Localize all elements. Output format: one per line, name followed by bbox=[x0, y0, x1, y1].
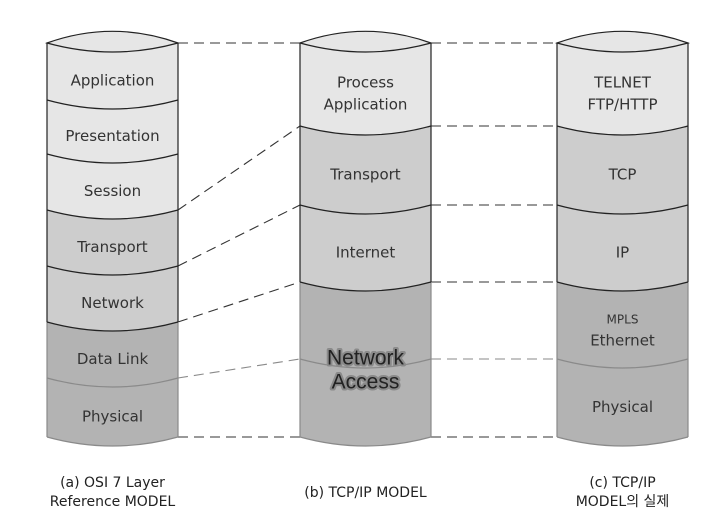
layer-label: Application bbox=[71, 72, 155, 90]
layer-label: FTP/HTTP bbox=[587, 96, 657, 114]
layer-fill bbox=[300, 282, 431, 446]
model-columns: ApplicationPresentationSessionTransportN… bbox=[45, 30, 690, 447]
layer-real-2: IP bbox=[557, 205, 688, 291]
layer-boundary bbox=[299, 358, 432, 369]
layer-fill bbox=[557, 43, 688, 135]
layer-osi-0: Application bbox=[47, 43, 178, 109]
layer-osi-5: Data Link bbox=[47, 322, 178, 387]
layer-fill bbox=[47, 154, 178, 219]
layer-fill bbox=[47, 210, 178, 275]
layer-boundary bbox=[46, 153, 179, 164]
layer-label: Ethernet bbox=[590, 332, 655, 350]
layer-real-1: TCP bbox=[557, 126, 688, 214]
layer-fill bbox=[47, 266, 178, 331]
mapping-connector bbox=[177, 358, 301, 379]
model-caption: (b) TCP/IP MODEL bbox=[304, 485, 427, 501]
layer-label: Network bbox=[327, 347, 405, 370]
column-osi: ApplicationPresentationSessionTransportN… bbox=[45, 30, 180, 447]
model-caption: Reference MODEL bbox=[50, 494, 176, 510]
layer-osi-6: Physical bbox=[47, 378, 178, 446]
layer-real-4: Physical bbox=[557, 359, 688, 446]
column-top-cap bbox=[298, 30, 433, 53]
mapping-connector bbox=[177, 204, 301, 267]
layer-boundary bbox=[556, 204, 689, 215]
layer-label: IP bbox=[616, 244, 629, 262]
layer-fill bbox=[47, 43, 178, 109]
column-tcpip: ProcessApplicationTransportInternetNetwo… bbox=[298, 30, 433, 447]
layer-fill bbox=[557, 126, 688, 214]
layer-fill bbox=[557, 205, 688, 291]
layer-osi-1: Presentation bbox=[47, 100, 178, 163]
layer-boundary bbox=[46, 321, 179, 332]
layer-label: Presentation bbox=[65, 127, 159, 145]
model-caption: MODEL의 실제 bbox=[576, 494, 670, 510]
layer-label: Network bbox=[81, 294, 144, 312]
model-caption: (a) OSI 7 Layer bbox=[60, 475, 165, 491]
layer-real-0: TELNET FTP/HTTP bbox=[557, 43, 688, 135]
layer-label: Process bbox=[337, 74, 394, 92]
layer-osi-3: Transport bbox=[47, 210, 178, 275]
layer-fill bbox=[300, 126, 431, 214]
column-top-cap bbox=[45, 30, 180, 53]
layer-fill bbox=[557, 359, 688, 446]
layer-fill bbox=[47, 378, 178, 446]
layer-boundary bbox=[299, 281, 432, 292]
layer-boundary bbox=[299, 436, 432, 447]
layer-boundary bbox=[46, 436, 179, 447]
mapping-connector bbox=[177, 281, 301, 323]
layer-label: Transport bbox=[76, 238, 148, 256]
layer-osi-2: Session bbox=[47, 154, 178, 219]
layer-boundary bbox=[556, 125, 689, 136]
column-top-cap bbox=[555, 30, 690, 53]
model-caption: (c) TCP/IP bbox=[589, 475, 655, 491]
layer-label: Internet bbox=[336, 244, 396, 262]
layer-real-3: MPLS Ethernet bbox=[557, 282, 688, 368]
layer-label: Application bbox=[324, 96, 408, 114]
layer-fill bbox=[47, 100, 178, 163]
mapping-connector bbox=[177, 125, 301, 211]
layer-label: TELNET bbox=[593, 74, 652, 92]
layer-boundary bbox=[556, 358, 689, 369]
layer-boundary bbox=[46, 209, 179, 220]
layer-label: Physical bbox=[82, 408, 143, 426]
layer-boundary bbox=[46, 99, 179, 110]
layer-osi-4: Network bbox=[47, 266, 178, 331]
layer-tcpip-1: Transport bbox=[300, 126, 431, 214]
layer-label: TCP bbox=[608, 166, 637, 184]
layer-tcpip-2: Internet bbox=[300, 205, 431, 291]
layer-label: Physical bbox=[592, 398, 653, 416]
layer-boundary bbox=[299, 204, 432, 215]
layer-boundary bbox=[46, 377, 179, 388]
layer-label: Transport bbox=[329, 166, 401, 184]
layer-boundary bbox=[556, 436, 689, 447]
layer-label: MPLS bbox=[607, 313, 639, 327]
layer-fill bbox=[47, 322, 178, 387]
layer-label: Data Link bbox=[77, 350, 149, 368]
layer-fill bbox=[300, 205, 431, 291]
layer-label: Access bbox=[332, 371, 400, 394]
layer-label: Session bbox=[84, 182, 141, 200]
layer-mapping-connectors bbox=[177, 42, 557, 438]
layer-boundary bbox=[46, 265, 179, 276]
layer-fill bbox=[557, 282, 688, 368]
layer-boundary bbox=[299, 125, 432, 136]
layer-boundary bbox=[556, 281, 689, 292]
layer-fill bbox=[300, 43, 431, 135]
